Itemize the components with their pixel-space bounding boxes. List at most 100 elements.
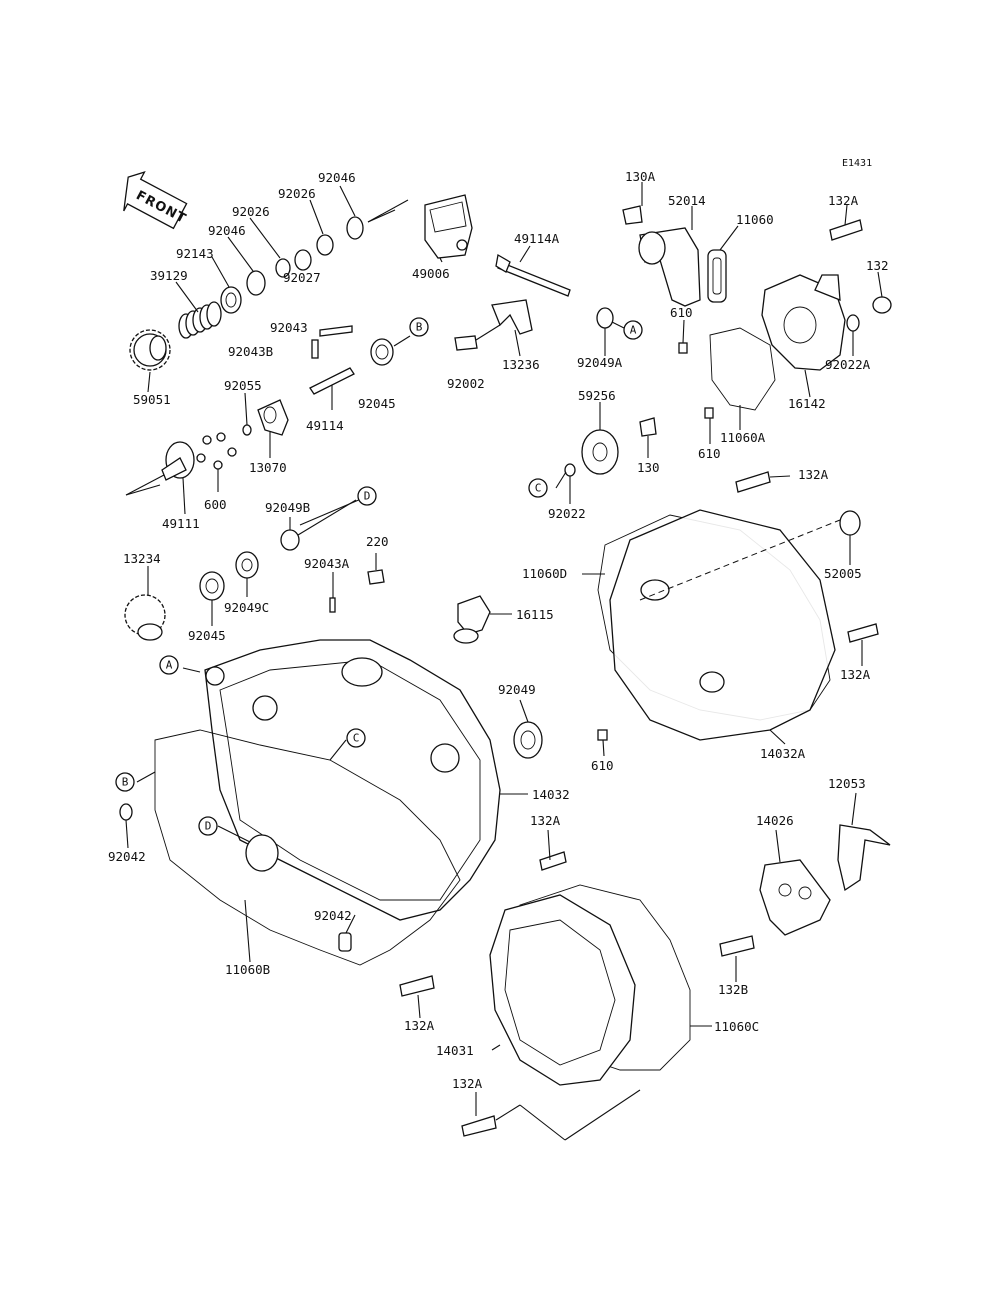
bearing-92045-a xyxy=(370,338,394,366)
part-label: 11060A xyxy=(720,430,766,445)
bolt-130A xyxy=(622,205,643,225)
shift-rod-parts xyxy=(454,253,571,351)
part-label: 12053 xyxy=(828,776,866,791)
kick-gear-13234 xyxy=(124,594,166,641)
callout-b-2: B xyxy=(115,772,135,792)
seal-52005 xyxy=(839,510,861,536)
part-label: 14032 xyxy=(532,787,570,802)
part-label: 92042 xyxy=(108,849,146,864)
gear-59051 xyxy=(129,329,171,371)
part-label: 52014 xyxy=(668,193,706,208)
part-label: 130 xyxy=(637,460,660,475)
bolt-92002 xyxy=(454,335,478,351)
bolt-132B xyxy=(719,935,755,957)
dowel-610-c xyxy=(597,729,608,741)
part-number-labels: 92046 92026 92026 92046 92143 39129 9202… xyxy=(108,169,889,1091)
callout-a-2: A xyxy=(159,655,179,675)
part-label: 13236 xyxy=(502,357,540,372)
part-label: 610 xyxy=(670,305,693,320)
part-label: 14026 xyxy=(756,813,794,828)
part-label: 92026 xyxy=(278,186,316,201)
part-label: 610 xyxy=(698,446,721,461)
leader-lines xyxy=(125,182,883,1116)
part-label: 92002 xyxy=(447,376,485,391)
part-label: 11060D xyxy=(522,566,567,581)
seal-hole-d xyxy=(245,834,279,872)
seal-92143 xyxy=(220,286,242,314)
part-label: 92026 xyxy=(232,204,270,219)
callout-d-1-text: D xyxy=(364,490,371,503)
gasket-11060B xyxy=(154,729,461,966)
bolt-132 xyxy=(872,296,892,314)
part-label: 92043B xyxy=(228,344,273,359)
seal-92049B xyxy=(280,529,300,551)
pump-cover-16142 xyxy=(761,274,846,371)
impeller-59256 xyxy=(581,429,619,475)
callout-d-2: D xyxy=(198,816,218,836)
rod-49114A xyxy=(497,261,571,297)
part-label: 132B xyxy=(718,982,748,997)
front-direction-arrow: FRONT xyxy=(123,171,189,230)
part-label: 92049A xyxy=(577,355,623,370)
part-label: 11060C xyxy=(714,1019,759,1034)
generator-cover-14031 xyxy=(399,884,691,1141)
part-label: 130A xyxy=(625,169,656,184)
part-label: 92055 xyxy=(224,378,262,393)
part-label: 13070 xyxy=(249,460,287,475)
oil-filler-plug-16115 xyxy=(453,595,491,644)
part-label: 92022A xyxy=(825,357,871,372)
gasket-11060 xyxy=(707,249,727,303)
filler-hole xyxy=(341,657,383,687)
bracket-14026 xyxy=(759,859,831,936)
shaft-49114 xyxy=(309,367,355,395)
governor-13070 xyxy=(257,399,289,436)
seal-92049A xyxy=(596,307,614,329)
bolt-132A-d xyxy=(539,851,567,871)
part-label: 49114 xyxy=(306,418,344,433)
clutch-cover-14032 xyxy=(204,639,501,921)
part-label: 92027 xyxy=(283,270,321,285)
callout-b-1: B xyxy=(409,317,429,337)
callout-d-1: D xyxy=(357,486,377,506)
part-label: 132A xyxy=(798,467,829,482)
bolt-132A-f xyxy=(461,1115,497,1137)
part-label: 610 xyxy=(591,758,614,773)
pump-housing-49006 xyxy=(424,194,473,259)
part-label: 14032A xyxy=(760,746,806,761)
pump-cover-assembly xyxy=(622,205,892,419)
part-label: 92049C xyxy=(224,600,269,615)
washer-92026-a xyxy=(316,234,334,256)
washer-92027 xyxy=(294,249,312,271)
part-label: 16115 xyxy=(516,607,554,622)
part-label: 220 xyxy=(366,534,389,549)
part-label: 92042 xyxy=(314,908,352,923)
washer-92026-b xyxy=(275,258,291,278)
part-label: 132A xyxy=(828,193,859,208)
part-label: 49111 xyxy=(162,516,200,531)
part-label: 92045 xyxy=(358,396,396,411)
ball-600-e xyxy=(196,453,206,463)
washer-92022A xyxy=(846,314,860,332)
bolt-132A-e xyxy=(399,975,435,997)
part-label: 11060 xyxy=(736,212,774,227)
part-label: 14031 xyxy=(436,1043,474,1058)
washer-92022 xyxy=(564,463,576,477)
ball-600-d xyxy=(213,460,223,470)
plug-220 xyxy=(367,569,385,585)
part-label: 92049B xyxy=(265,500,310,515)
part-label: 132A xyxy=(452,1076,483,1091)
bolt-132A-c xyxy=(847,623,879,643)
bolt-132A-b xyxy=(735,471,771,493)
callout-b-1-text: B xyxy=(416,321,423,334)
callout-a-1-text: A xyxy=(630,324,637,337)
pin-92043B xyxy=(311,339,319,359)
callout-a-2-text: A xyxy=(166,659,173,672)
part-label: 59256 xyxy=(578,388,616,403)
water-pump-impeller-parts xyxy=(125,194,473,496)
bearing-92045-b xyxy=(199,571,225,601)
part-label: 92043A xyxy=(304,556,350,571)
shaft-49111 xyxy=(125,441,195,496)
part-label: 92045 xyxy=(188,628,226,643)
ball-600-a xyxy=(202,435,212,445)
